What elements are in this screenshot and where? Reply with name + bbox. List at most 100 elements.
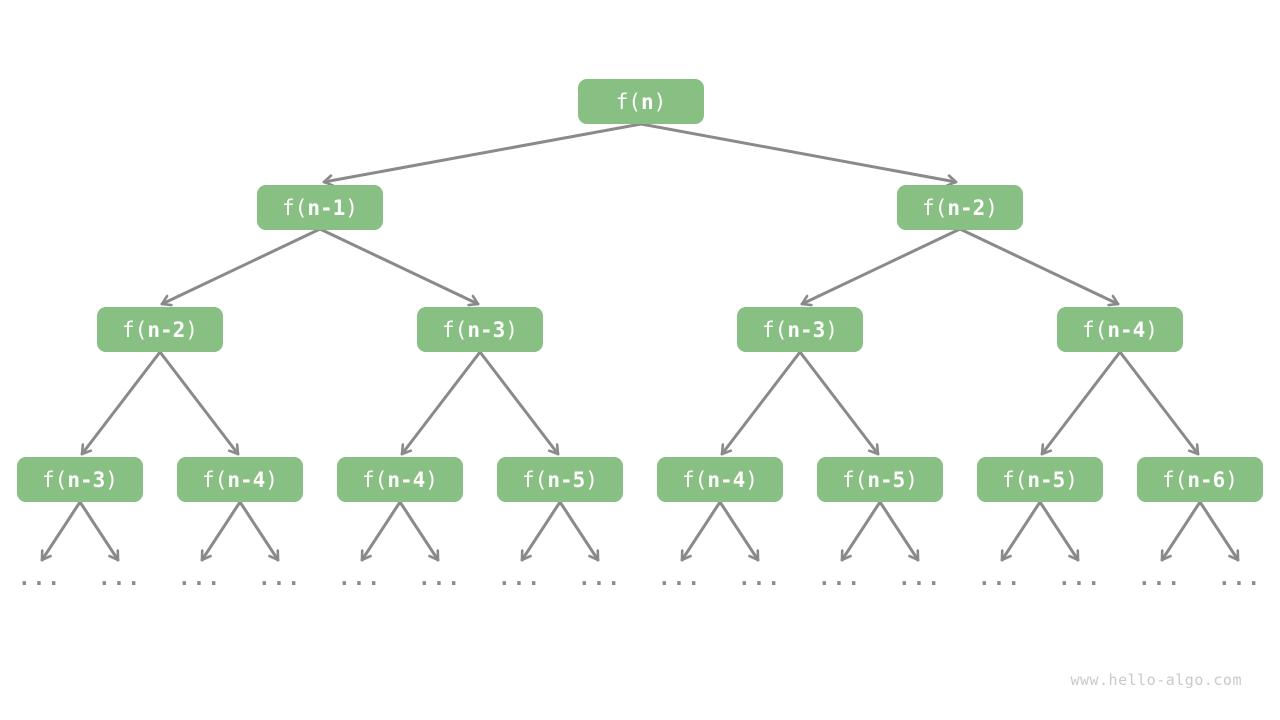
- edge: [1198, 500, 1240, 562]
- edge: [322, 122, 643, 187]
- node-label-prefix: f(: [842, 467, 868, 492]
- node-label-arg: n-5: [547, 467, 586, 492]
- tree-node: f(n-5): [817, 457, 943, 502]
- edge: [200, 500, 242, 562]
- ellipsis-leaf: ...: [418, 566, 462, 590]
- tree-node: f(n-3): [417, 307, 543, 352]
- edge: [398, 500, 440, 562]
- ellipsis-leaf: ...: [18, 566, 62, 590]
- ellipsis-leaf: ...: [1058, 566, 1102, 590]
- tree-node: f(n-1): [257, 185, 383, 230]
- node-label-arg: n-2: [947, 195, 986, 220]
- node-label-prefix: f(: [362, 467, 388, 492]
- ellipsis-leaf: ...: [98, 566, 142, 590]
- node-label-prefix: f(: [442, 317, 468, 342]
- node-label-prefix: f(: [42, 467, 68, 492]
- node-label-suffix: ): [745, 467, 758, 492]
- node-label-prefix: f(: [1162, 467, 1188, 492]
- node-label-prefix: f(: [202, 467, 228, 492]
- node-label-arg: n-5: [1027, 467, 1066, 492]
- node-label-prefix: f(: [1002, 467, 1028, 492]
- node-label-prefix: f(: [522, 467, 548, 492]
- ellipsis-leaf: ...: [498, 566, 542, 590]
- ellipsis-leaf: ...: [178, 566, 222, 590]
- edge: [558, 500, 600, 562]
- node-label-suffix: ): [653, 89, 667, 114]
- node-label-arg: n-4: [707, 467, 746, 492]
- edge: [1000, 500, 1042, 562]
- node-label-suffix: ): [1225, 467, 1238, 492]
- node-label-suffix: ): [105, 467, 118, 492]
- node-label-arg: n: [640, 89, 654, 114]
- tree-node: f(n-2): [897, 185, 1023, 230]
- node-label-suffix: ): [905, 467, 918, 492]
- edge: [680, 500, 722, 562]
- tree-node-root: f(n): [578, 79, 704, 124]
- node-label-arg: n-6: [1187, 467, 1226, 492]
- node-label-suffix: ): [425, 467, 438, 492]
- edge: [238, 500, 280, 562]
- edge: [318, 227, 480, 307]
- tree-node: f(n-4): [177, 457, 303, 502]
- node-label-suffix: ): [185, 317, 198, 342]
- node-label-arg: n-4: [1107, 317, 1146, 342]
- edge: [360, 500, 402, 562]
- edge: [80, 350, 162, 456]
- edge: [1160, 500, 1202, 562]
- node-label-prefix: f(: [615, 89, 641, 114]
- node-label-arg: n-3: [787, 317, 826, 342]
- ellipsis-leaf: ...: [258, 566, 302, 590]
- tree-node: f(n-5): [977, 457, 1103, 502]
- edge: [478, 350, 560, 456]
- node-label-arg: n-3: [67, 467, 106, 492]
- node-label-suffix: ): [825, 317, 838, 342]
- node-label-suffix: ): [1145, 317, 1158, 342]
- edge: [798, 350, 880, 456]
- node-label-prefix: f(: [1082, 317, 1108, 342]
- ellipsis-leaf: ...: [338, 566, 382, 590]
- tree-node: f(n-4): [1057, 307, 1183, 352]
- node-label-suffix: ): [1065, 467, 1078, 492]
- edge: [400, 350, 482, 456]
- watermark: www.hello-algo.com: [1070, 671, 1242, 689]
- tree-node: f(n-6): [1137, 457, 1263, 502]
- ellipsis-leaf: ...: [1138, 566, 1182, 590]
- node-label-prefix: f(: [282, 195, 308, 220]
- ellipsis-leaf: ...: [738, 566, 782, 590]
- edge: [840, 500, 882, 562]
- edge: [520, 500, 562, 562]
- node-label-prefix: f(: [922, 195, 948, 220]
- node-label-arg: n-3: [467, 317, 506, 342]
- tree-node: f(n-3): [17, 457, 143, 502]
- node-label-arg: n-1: [307, 195, 346, 220]
- edge: [800, 227, 962, 307]
- tree-node: f(n-3): [737, 307, 863, 352]
- tree-node: f(n-5): [497, 457, 623, 502]
- edge: [958, 227, 1120, 307]
- edge: [40, 500, 82, 562]
- edge: [718, 500, 760, 562]
- node-label-arg: n-4: [387, 467, 426, 492]
- tree-node: f(n-4): [657, 457, 783, 502]
- node-label-suffix: ): [265, 467, 278, 492]
- tree-node: f(n-2): [97, 307, 223, 352]
- edge: [1118, 350, 1200, 456]
- node-label-arg: n-4: [227, 467, 266, 492]
- node-label-suffix: ): [505, 317, 518, 342]
- ellipsis-leaf: ...: [578, 566, 622, 590]
- node-label-suffix: ): [985, 195, 998, 220]
- ellipsis-leaf: ...: [898, 566, 942, 590]
- edge: [720, 350, 802, 456]
- ellipsis-leaf: ...: [1218, 566, 1262, 590]
- node-label-arg: n-5: [867, 467, 906, 492]
- edge: [160, 227, 322, 307]
- node-label-prefix: f(: [682, 467, 708, 492]
- edge: [878, 500, 920, 562]
- node-label-arg: n-2: [147, 317, 186, 342]
- node-label-prefix: f(: [762, 317, 788, 342]
- ellipsis-leaf: ...: [818, 566, 862, 590]
- edge: [1038, 500, 1080, 562]
- edge: [158, 350, 240, 456]
